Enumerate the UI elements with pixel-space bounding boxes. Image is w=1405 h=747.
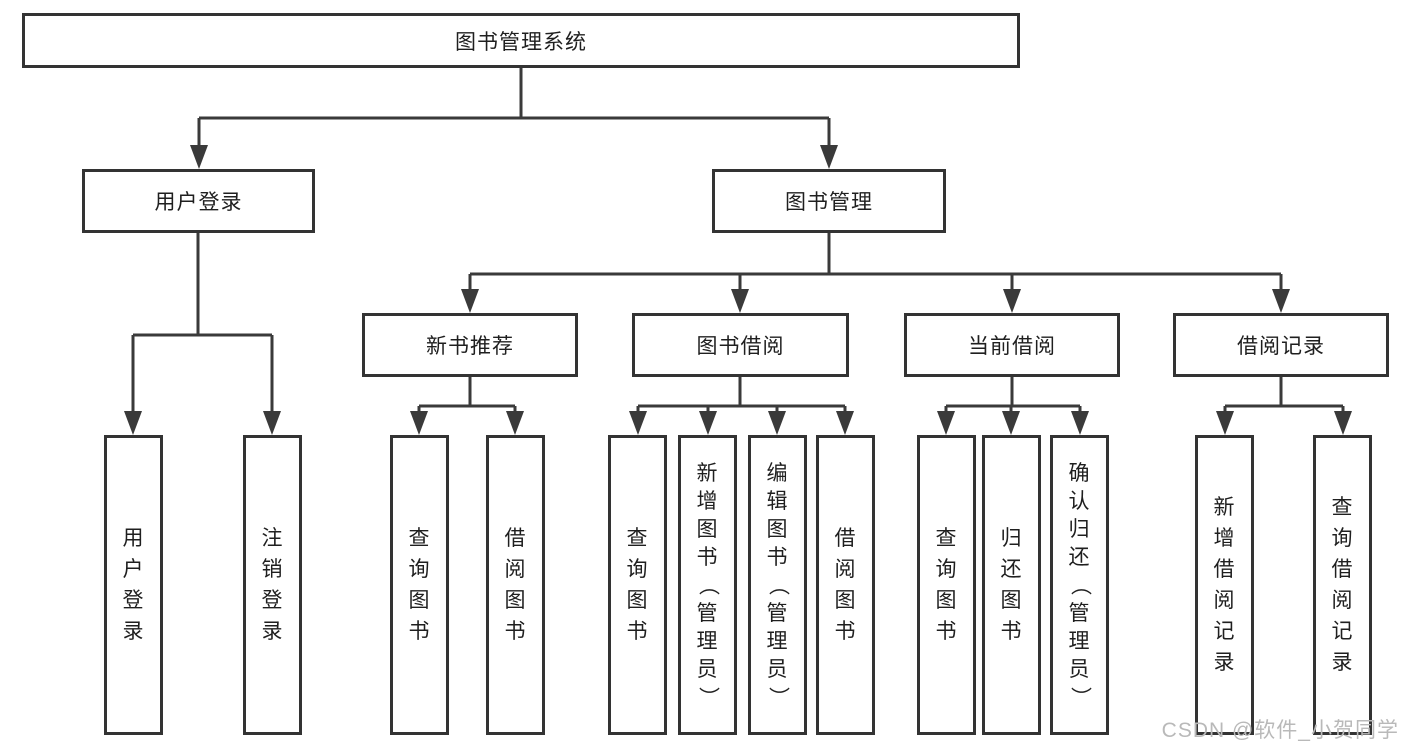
leaf-query-books: 查询图书 xyxy=(390,435,449,735)
node-current-borrowing: 当前借阅 xyxy=(904,313,1120,377)
leaf-borrow-books: 借阅图书 xyxy=(486,435,545,735)
node-label: 用户登录 xyxy=(154,191,243,214)
node-new-book-recommendation: 新书推荐 xyxy=(362,313,578,377)
node-label: 查询图书 xyxy=(935,527,958,643)
node-label: 图书管理 xyxy=(785,191,873,214)
leaf-add-books-admin: 新增图书（管理员） xyxy=(678,435,737,735)
node-borrowing-records: 借阅记录 xyxy=(1173,313,1389,377)
node-book-management-branch: 图书管理 xyxy=(712,169,946,233)
node-label: 归还图书 xyxy=(1000,527,1023,643)
node-label: 当前借阅 xyxy=(968,335,1056,358)
node-label: 借阅图书 xyxy=(834,527,857,643)
node-book-borrowing: 图书借阅 xyxy=(632,313,849,377)
leaf-edit-books-admin: 编辑图书（管理员） xyxy=(748,435,807,735)
leaf-user-login: 用户登录 xyxy=(104,435,163,735)
node-label: 用户登录 xyxy=(122,527,145,643)
node-label: 图书管理系统 xyxy=(455,30,587,54)
leaf-return-books: 归还图书 xyxy=(982,435,1041,735)
node-label: 图书借阅 xyxy=(696,335,785,358)
node-label: 确认归还（管理员） xyxy=(1068,461,1091,709)
leaf-logout: 注销登录 xyxy=(243,435,302,735)
node-label: 注销登录 xyxy=(261,527,284,643)
node-label: 新书推荐 xyxy=(426,335,514,358)
leaf-query-books: 查询图书 xyxy=(917,435,976,735)
node-label: 查询图书 xyxy=(626,527,649,643)
leaf-confirm-return-admin: 确认归还（管理员） xyxy=(1050,435,1109,735)
node-user-login-branch: 用户登录 xyxy=(82,169,315,233)
leaf-query-books: 查询图书 xyxy=(608,435,667,735)
node-label: 编辑图书（管理员） xyxy=(766,461,789,709)
node-label: 查询借阅记录 xyxy=(1331,496,1354,674)
leaf-borrow-books: 借阅图书 xyxy=(816,435,875,735)
node-label: 新增图书（管理员） xyxy=(696,461,719,709)
csdn-watermark: CSDN @软件_小贺同学 xyxy=(1161,719,1399,742)
node-label: 借阅图书 xyxy=(504,527,527,643)
node-label: 借阅记录 xyxy=(1237,335,1325,358)
node-label: 查询图书 xyxy=(408,527,431,643)
leaf-query-borrow-record: 查询借阅记录 xyxy=(1313,435,1372,735)
leaf-add-borrow-record: 新增借阅记录 xyxy=(1195,435,1254,735)
node-library-management-system: 图书管理系统 xyxy=(22,13,1020,68)
node-label: 新增借阅记录 xyxy=(1213,496,1236,674)
